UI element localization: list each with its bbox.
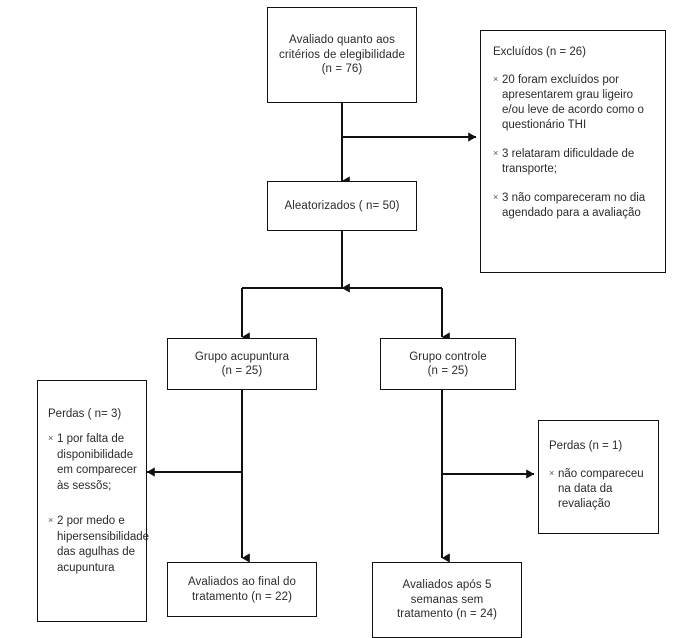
list-item: × 20 foram excluídos por apresentarem gr… bbox=[493, 73, 655, 133]
node-assessed-control-text: Avaliados após 5 semanas sem tratamento … bbox=[396, 579, 498, 621]
node-eligibility-text: Avaliado quanto aos critérios de elegibi… bbox=[279, 34, 405, 76]
list-item: × 3 não compareceram no dia agendado par… bbox=[493, 191, 655, 221]
bullet-icon: × bbox=[493, 148, 499, 158]
list-item-text: 20 foram excluídos por apresentarem grau… bbox=[502, 74, 644, 131]
node-group-acupuncture-text: Grupo acupuntura (n = 25) bbox=[194, 350, 290, 378]
node-losses-acupuncture: Perdas ( n= 3) × 1 por falta de disponib… bbox=[37, 380, 149, 622]
bullet-icon: × bbox=[48, 433, 54, 443]
list-item-text: 3 relataram dificuldade de transporte; bbox=[502, 148, 635, 175]
bullet-icon: × bbox=[549, 468, 555, 478]
node-group-acupuncture: Grupo acupuntura (n = 25) bbox=[167, 338, 317, 390]
node-assessed-control: Avaliados após 5 semanas sem tratamento … bbox=[372, 562, 522, 638]
node-losses-control: Perdas (n = 1) × não compareceu na data … bbox=[538, 420, 659, 534]
list-item: × 1 por falta de disponibilidade em comp… bbox=[48, 432, 138, 494]
list-item-text: 2 por medo e hipersensibilidade das agul… bbox=[57, 515, 150, 574]
node-losses-acupuncture-title: Perdas ( n= 3) bbox=[48, 408, 122, 420]
node-excluded: Excluídos (n = 26) × 20 foram excluídos … bbox=[480, 30, 666, 273]
node-randomized-text: Aleatorizados ( n= 50) bbox=[284, 199, 400, 212]
node-group-control: Grupo controle (n = 25) bbox=[380, 338, 516, 390]
node-randomized: Aleatorizados ( n= 50) bbox=[267, 181, 417, 231]
bullet-icon: × bbox=[493, 74, 499, 84]
list-item: × 2 por medo e hipersensibilidade das ag… bbox=[48, 514, 149, 576]
node-assessed-acupuncture: Avaliados ao final do tratamento (n = 22… bbox=[167, 562, 317, 617]
node-assessed-acupuncture-text: Avaliados ao final do tratamento (n = 22… bbox=[187, 576, 297, 603]
list-item-text: 3 não compareceram no dia agendado para … bbox=[502, 192, 646, 219]
list-item-text: não compareceu na data da revaliação bbox=[558, 468, 644, 510]
list-item: × 3 relataram dificuldade de transporte; bbox=[493, 147, 655, 177]
bullet-icon: × bbox=[493, 192, 499, 202]
node-losses-control-title: Perdas (n = 1) bbox=[549, 440, 623, 452]
node-excluded-title: Excluídos (n = 26) bbox=[493, 46, 587, 58]
bullet-icon: × bbox=[48, 515, 54, 525]
node-eligibility: Avaliado quanto aos critérios de elegibi… bbox=[267, 7, 417, 103]
list-item: × não compareceu na data da revaliação bbox=[549, 467, 650, 512]
node-group-control-text: Grupo controle (n = 25) bbox=[409, 350, 487, 378]
list-item-text: 1 por falta de disponibilidade em compar… bbox=[57, 433, 137, 492]
